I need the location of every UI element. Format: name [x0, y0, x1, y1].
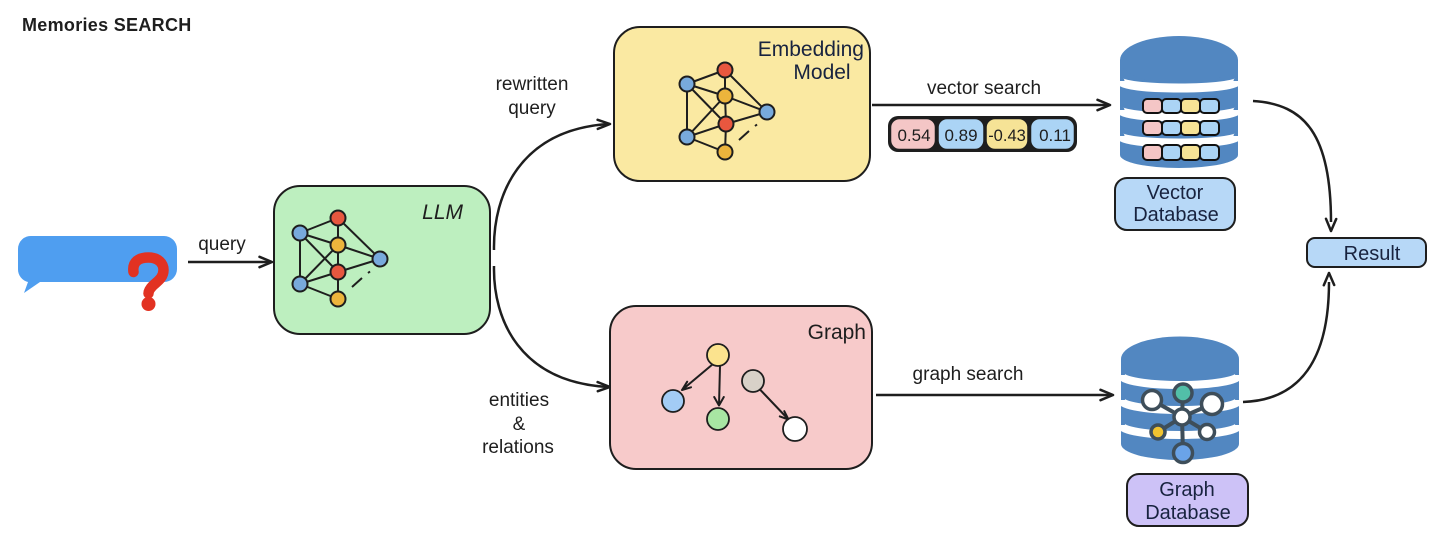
svg-text:LLM: LLM — [422, 201, 463, 224]
svg-text:rewritten: rewritten — [496, 74, 569, 95]
svg-text:vector search: vector search — [927, 78, 1041, 99]
svg-text:Model: Model — [793, 61, 850, 84]
svg-text:Memories SEARCH: Memories SEARCH — [22, 15, 192, 35]
svg-text:entities: entities — [489, 390, 549, 411]
svg-text:Result: Result — [1344, 243, 1401, 265]
svg-text:query: query — [508, 98, 556, 119]
svg-text:query: query — [198, 234, 246, 255]
svg-text:-0.43: -0.43 — [988, 127, 1026, 145]
svg-text:Database: Database — [1145, 502, 1231, 524]
svg-text:Database: Database — [1133, 204, 1219, 226]
svg-text:&: & — [513, 414, 526, 435]
svg-text:graph search: graph search — [913, 364, 1024, 385]
svg-text:Graph: Graph — [1159, 479, 1215, 501]
svg-text:0.11: 0.11 — [1039, 126, 1071, 145]
svg-text:Graph: Graph — [808, 321, 866, 344]
svg-text:0.89: 0.89 — [944, 126, 977, 145]
svg-text:relations: relations — [482, 437, 554, 458]
svg-text:0.54: 0.54 — [897, 126, 930, 145]
svg-text:Vector: Vector — [1147, 182, 1204, 204]
svg-text:Embedding: Embedding — [758, 38, 864, 61]
